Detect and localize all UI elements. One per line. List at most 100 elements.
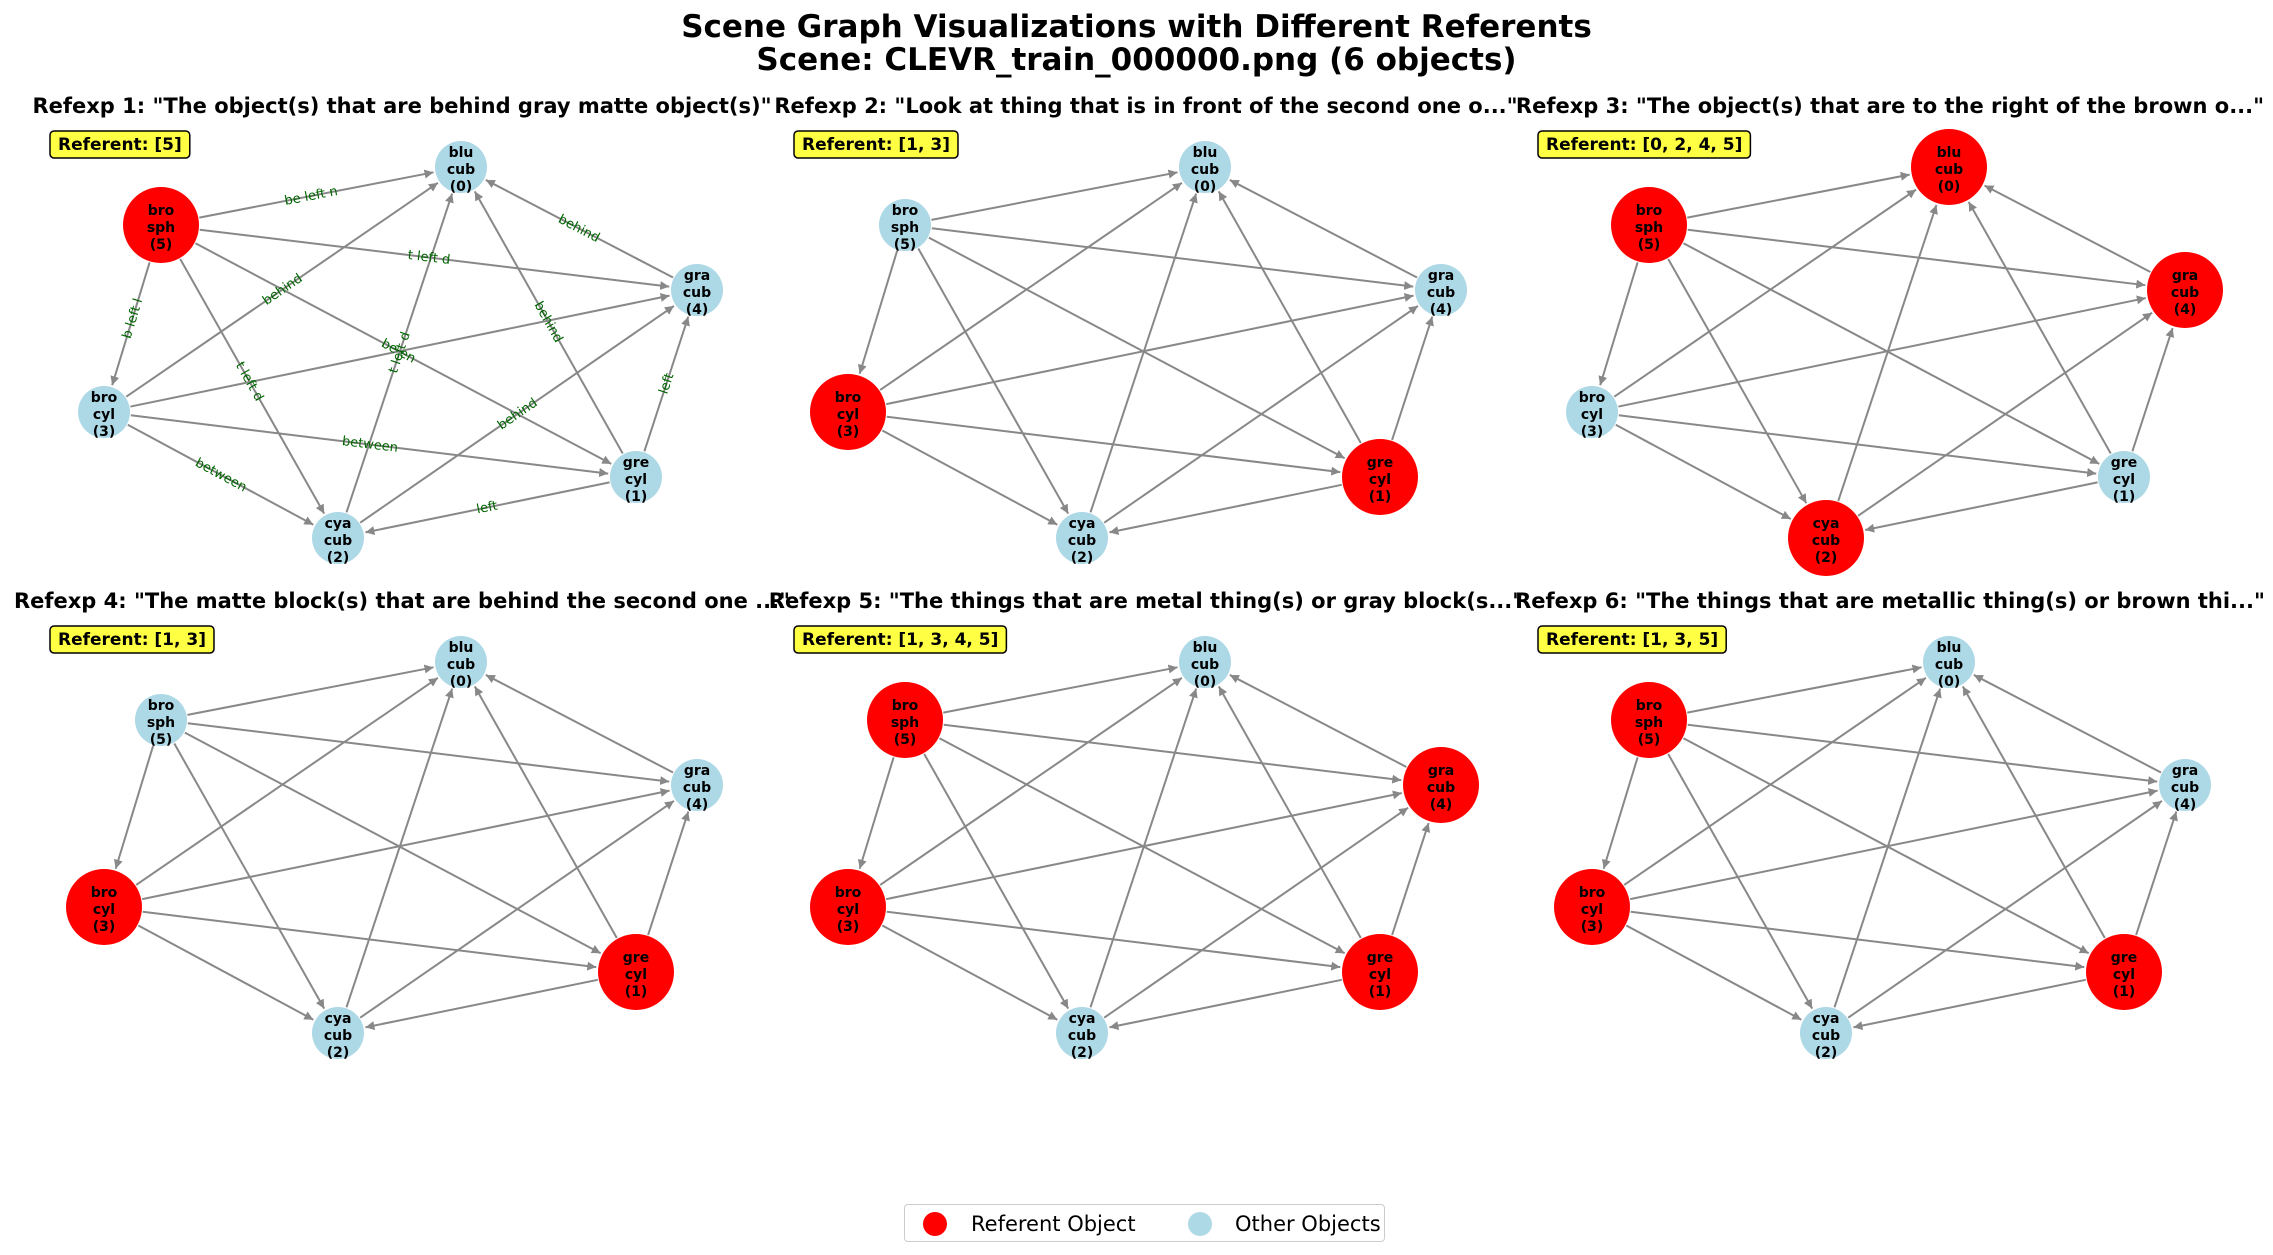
node-label: blu — [1193, 640, 1218, 656]
node-circle — [598, 934, 674, 1010]
edge-label: t left d — [232, 359, 266, 404]
edge-5-4 — [1687, 723, 2158, 786]
node-label: sph — [147, 715, 175, 731]
edge-5-4 — [1687, 228, 2146, 289]
node-label: (1) — [1369, 984, 1392, 1000]
edge-2-0 — [1089, 688, 1198, 1008]
edge-3-2 — [127, 423, 314, 526]
node-circle — [671, 759, 723, 811]
edge-5-0 — [1687, 664, 1922, 714]
edge-1-4 — [2131, 327, 2175, 452]
edge-5-4 — [199, 228, 670, 291]
node-label: cyl — [625, 472, 647, 488]
edge-2-0 — [345, 193, 454, 513]
edge-5-1 — [194, 242, 612, 465]
edge-3-4 — [1629, 788, 2158, 901]
panel-title: Refexp 5: "The things that are metal thi… — [769, 589, 1523, 613]
node-label: (2) — [327, 1045, 350, 1061]
node-circle — [435, 141, 487, 193]
edge-5-2 — [917, 248, 1070, 515]
edge-5-2 — [923, 753, 1070, 1010]
edge-label: t left d — [407, 248, 451, 268]
referent-badge — [793, 130, 959, 159]
node-label: (0) — [1938, 674, 1961, 690]
node-circle — [867, 682, 943, 758]
node-label: (5) — [894, 732, 917, 748]
node-label: cub — [1191, 657, 1219, 673]
edge-5-3 — [1598, 262, 1639, 386]
node-circle — [1566, 386, 1618, 438]
edge-5-1 — [184, 731, 602, 955]
node-label: cya — [1069, 1011, 1096, 1027]
node-label: bro — [892, 203, 919, 219]
referent-badge-text: Referent: [1, 3] — [58, 630, 206, 650]
node-label: (3) — [1581, 919, 1604, 935]
panel-1: Refexp 1: "The object(s) that are behind… — [32, 94, 771, 566]
edge-1-2 — [1853, 978, 2086, 1030]
edge-3-2 — [137, 924, 314, 1021]
edge-label: b left l — [120, 297, 146, 341]
node-label: blu — [1937, 145, 1962, 161]
node-label: gre — [2111, 950, 2137, 966]
node-circle — [1554, 869, 1630, 945]
edge-1-0 — [1217, 685, 1362, 939]
node-label: (0) — [1938, 179, 1961, 195]
node-label: (3) — [837, 424, 860, 440]
node-label: cub — [1812, 533, 1840, 549]
panel-5: Refexp 5: "The things that are metal thi… — [769, 589, 1523, 1061]
edge-1-4 — [647, 811, 690, 936]
figure-title: Scene Graph Visualizations with Differen… — [681, 9, 1592, 45]
edge-5-2 — [173, 743, 326, 1010]
edge-3-0 — [1623, 677, 1927, 886]
node-label: bro — [148, 203, 175, 219]
node-circle — [1923, 636, 1975, 688]
edge-2-0 — [1089, 193, 1198, 513]
edge-label: behind — [260, 271, 305, 309]
edge-3-0 — [1613, 188, 1917, 398]
legend-referent-marker — [923, 1212, 947, 1236]
edge-4-0 — [485, 179, 674, 279]
legend: Referent Object Other Objects — [904, 1204, 1385, 1242]
edge-3-0 — [879, 182, 1183, 391]
edge-3-4 — [141, 788, 670, 901]
node-label: cyl — [93, 902, 115, 918]
node-label: sph — [891, 220, 919, 236]
node-label: cya — [1813, 1011, 1840, 1027]
node-label: (3) — [93, 424, 116, 440]
node-label: gre — [1367, 950, 1393, 966]
node-circle — [810, 869, 886, 945]
edge-5-0 — [1687, 171, 1910, 219]
node-label: (1) — [625, 489, 648, 505]
edge-2-4 — [359, 305, 675, 524]
node-label: cub — [1812, 1028, 1840, 1044]
edge-4-0 — [485, 674, 674, 774]
node-circle — [312, 1007, 364, 1059]
referent-badge — [793, 625, 1008, 654]
node-label: (2) — [1071, 1045, 1094, 1061]
edge-1-0 — [1961, 685, 2106, 939]
edge-2-4 — [1847, 800, 2163, 1019]
node-label: bro — [91, 885, 118, 901]
edge-1-2 — [365, 978, 598, 1030]
referent-badge-text: Referent: [0, 2, 4, 5] — [1546, 135, 1742, 155]
edge-1-4 — [1391, 316, 1434, 441]
node-circle — [2147, 252, 2223, 328]
node-label: blu — [449, 145, 474, 161]
node-circle — [2159, 759, 2211, 811]
edge-5-4 — [943, 723, 1402, 784]
node-label: sph — [891, 715, 919, 731]
edge-2-0 — [1833, 688, 1942, 1008]
edge-3-2 — [881, 429, 1058, 526]
edge-5-0 — [187, 664, 434, 716]
node-label: sph — [1635, 715, 1663, 731]
edge-5-4 — [931, 227, 1414, 291]
legend-referent-label: Referent Object — [971, 1212, 1136, 1236]
